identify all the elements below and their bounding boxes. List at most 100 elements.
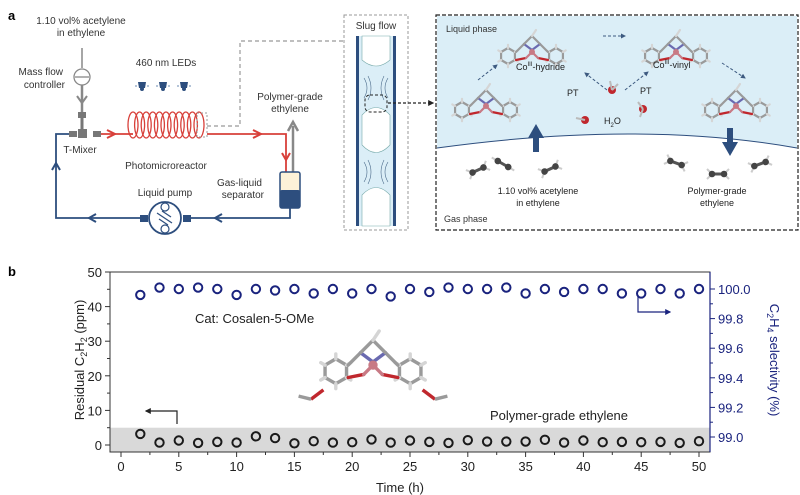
leds-label: 460 nm LEDs [136, 58, 197, 69]
selectivity-point [539, 283, 551, 295]
residual-c2h2-point [308, 435, 319, 447]
selectivity-point [231, 289, 242, 301]
water-label: H2O [604, 116, 621, 129]
led-icon [135, 82, 149, 91]
residual-c2h2-point [192, 437, 204, 449]
y-right-tick-label: 99.2 [718, 400, 743, 415]
led-icons [135, 82, 191, 91]
y-axis-right-label: C2H4 selectivity (%) [765, 304, 782, 417]
y-right-tick-label: 99.8 [718, 312, 743, 327]
selectivity-point [597, 283, 608, 295]
x-axis-label: Time (h) [376, 480, 424, 495]
x-tick-label: 10 [229, 459, 243, 474]
panel-a: a 1.10 vol% acetylene in ethylene Mass f… [8, 8, 799, 235]
pump-outlet-line [190, 208, 291, 219]
selectivity-point [404, 283, 416, 295]
co-catalyst-molecule-start [451, 82, 521, 123]
product-arrow-icon [286, 119, 300, 132]
residual-c2h2-point [693, 435, 705, 447]
gas-phase-label: Gas phase [444, 214, 488, 224]
selectivity-point [520, 288, 531, 299]
x-tick-label: 45 [634, 459, 648, 474]
uptake-arrow-icon [528, 124, 544, 152]
selectivity-point [366, 283, 377, 295]
residual-c2h2-point [327, 437, 339, 448]
slug-flow-label: Slug flow [356, 21, 397, 32]
feed-label-line1: 1.10 vol% acetylene [36, 16, 126, 27]
coil-loop [180, 111, 192, 139]
selectivity-point [289, 283, 300, 295]
gas-molecules [465, 154, 773, 180]
residual-c2h2-point [481, 436, 493, 447]
selectivity-point [269, 285, 281, 296]
x-tick-label: 30 [461, 459, 475, 474]
residual-c2h2-point [366, 434, 377, 445]
selectivity-point [462, 283, 473, 295]
residual-c2h2-point [616, 436, 628, 448]
residual-c2h2-point [674, 437, 685, 449]
catalyst-structure-inset [298, 329, 448, 401]
coil-loop [127, 111, 139, 139]
catalyst-annotation: Cat: Cosalen-5-OMe [195, 311, 314, 326]
water-molecule-icon [575, 116, 589, 124]
residual-c2h2-point [424, 436, 435, 448]
liquid-phase-label: Liquid phase [446, 24, 497, 34]
mixer-label: T-Mixer [63, 145, 97, 156]
x-tick-label: 50 [692, 459, 706, 474]
selectivity-point [250, 283, 262, 295]
band-annotation: Polymer-grade ethylene [490, 408, 628, 423]
ethylene-molecule-icon [465, 160, 491, 180]
selectivity-point [578, 283, 589, 295]
gas-liquid-interface [436, 133, 798, 149]
panel-b-label: b [8, 264, 16, 279]
residual-c2h2-point [443, 437, 454, 449]
acetylene-molecule-icon [491, 156, 515, 172]
feed-label-line2: in ethylene [57, 28, 106, 39]
separator-inlet-arrow-icon [281, 152, 291, 163]
interface-zoom-box [364, 94, 388, 113]
mech-arrow-3 [721, 62, 746, 79]
co-hydride-molecule [497, 28, 567, 69]
ethylene-molecule-icon [537, 159, 563, 179]
plot-frame [109, 271, 711, 453]
residual-c2h2-point [250, 431, 262, 442]
selectivity-point [443, 282, 454, 293]
x-tick-label: 35 [518, 459, 532, 474]
pump-label: Liquid pump [138, 188, 193, 199]
ethylene-molecule-icon [663, 154, 689, 172]
y-right-tick-label: 99.6 [718, 341, 743, 356]
y-right-tick-label: 99.0 [718, 430, 743, 445]
selectivity-point [135, 289, 146, 301]
residual-c2h2-point [404, 435, 416, 446]
mfc-label-line1: Mass flow [19, 67, 64, 78]
y-left-tick-label: 40 [88, 300, 102, 315]
x-tick-label: 25 [403, 459, 417, 474]
coil-loop [160, 111, 172, 139]
water-molecule-icon [637, 101, 647, 118]
pump-inlet-arrow-icon [212, 213, 223, 223]
right-axis-pointer-arrow [637, 296, 672, 315]
gas-liquid-separator-icon [279, 171, 301, 209]
photomicroreactor-coil [127, 111, 205, 139]
gas-out-label-line2: ethylene [700, 198, 734, 208]
residual-c2h2-point [462, 434, 473, 446]
y-left-tick-label: 50 [88, 265, 102, 280]
selectivity-point [192, 282, 204, 293]
feed-arrow-icon [76, 95, 88, 105]
pt-left-label: PT [567, 88, 579, 98]
led-icon [156, 82, 170, 91]
residual-c2h2-point [520, 436, 531, 447]
series-c2h4-selectivity [135, 282, 705, 302]
mass-flow-controller-icon [73, 68, 91, 86]
return-arrow-left-icon [86, 213, 97, 223]
selectivity-point [558, 286, 570, 298]
liquid-phase-region [437, 16, 797, 148]
led-icon [177, 82, 191, 91]
y-left-tick-label: 30 [88, 334, 102, 349]
residual-c2h2-point [135, 428, 146, 440]
panel-a-label: a [8, 8, 16, 23]
water-molecule-icon [608, 80, 619, 94]
